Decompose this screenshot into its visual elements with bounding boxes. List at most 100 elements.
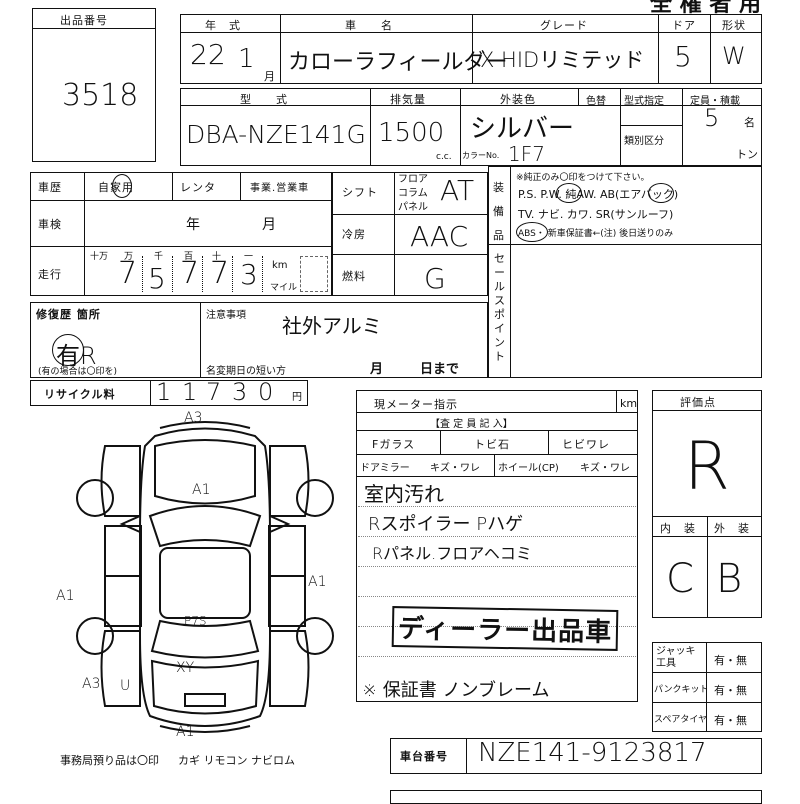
- exterior-label: 外 装: [714, 522, 750, 535]
- aircon-label: 冷房: [342, 228, 366, 241]
- diagram-mark-right: A1: [308, 574, 327, 590]
- model-name-label: 車 名: [345, 19, 393, 32]
- name-change-day: 日まで: [420, 362, 460, 377]
- fuel-value: G: [424, 262, 446, 295]
- jack-label: ジャッキ工具: [656, 646, 696, 669]
- chassis-value: NZE141-9123817: [478, 738, 707, 768]
- equipment-note: ※純正のみ〇印をつけて下さい。: [516, 173, 650, 183]
- score-label: 評価点: [680, 396, 716, 409]
- equipment-line-2: TV. ナビ. カワ. SR(サンルーフ): [518, 208, 674, 221]
- puncture-value: 有・無: [714, 684, 747, 697]
- spare-label: スペアタイヤ: [654, 715, 708, 725]
- wheel-label: ホイール(CP): [498, 463, 559, 474]
- repair-note: (有の場合は〇印を): [38, 367, 118, 377]
- private-use-circle: [112, 174, 132, 198]
- wheel-options: キズ・ワレ: [580, 463, 630, 474]
- puncture-label: パンクキット: [654, 685, 709, 695]
- lot-number-box: [32, 8, 156, 162]
- notes-label: 注意事項: [206, 310, 246, 321]
- mileage-unit-mile: マイル: [270, 283, 298, 293]
- diagram-mark-rear: A1: [176, 724, 195, 740]
- inspection-label: 車検: [38, 218, 62, 231]
- model-name-value: カローラフィールダー: [288, 50, 508, 75]
- equipment-label: 装備品: [493, 181, 505, 242]
- glass-label: Fガラス: [372, 438, 416, 451]
- displacement-unit: c.c.: [436, 152, 452, 162]
- inspection-month-unit: 月: [262, 217, 277, 233]
- color-change-label: 色替: [586, 96, 606, 107]
- history-option-rental: レンタ: [180, 181, 216, 194]
- recycle-block: [30, 380, 308, 406]
- shift-option-column: コラム: [398, 188, 428, 199]
- aircon-value: AAC: [410, 220, 469, 253]
- glass-option-crack: ヒビワレ: [562, 438, 610, 451]
- abs-circle: [516, 222, 548, 242]
- pw-circle: [556, 183, 582, 203]
- body-type-label: 形状: [722, 19, 746, 32]
- chassis-block: [390, 738, 762, 774]
- meter-unit: km: [620, 397, 638, 410]
- diagram-mark-trunk: XY: [176, 660, 195, 676]
- score-value: R: [684, 428, 730, 505]
- mirror-label: ドアミラー: [360, 463, 410, 474]
- shift-value: AT: [440, 174, 475, 207]
- shift-option-floor: フロア: [398, 174, 428, 185]
- diagram-mark-left: A1: [56, 588, 75, 604]
- shift-option-panel: パネル: [398, 202, 428, 213]
- interior-value: C: [666, 556, 694, 602]
- capacity-unit: 名: [744, 116, 755, 129]
- remark-1: 室内汚れ: [364, 482, 444, 506]
- name-change-label: 名変期日の短い方: [206, 366, 286, 377]
- diagram-mark-front: A3: [184, 410, 203, 426]
- shift-label: シフト: [342, 186, 378, 199]
- history-label: 車歴: [38, 181, 62, 194]
- mile-checkbox: [300, 256, 328, 292]
- equipment-line-3: ABS・ 新車保証書←(注) 後日送りのみ: [518, 229, 674, 239]
- chassis-label: 車台番号: [400, 750, 448, 763]
- entry-title: 【査 定 員 記 入】: [430, 419, 513, 430]
- recycle-label: リサイクル料: [44, 388, 116, 401]
- name-change-month: 月: [370, 362, 385, 377]
- meter-label: 現メーター指示: [374, 398, 458, 411]
- office-items-label: 事務局預り品は〇印: [60, 754, 159, 767]
- glass-option-chip: トビ石: [474, 438, 510, 451]
- spare-value: 有・無: [714, 714, 747, 727]
- footer-items: カギ リモコン ナビロム: [178, 754, 295, 767]
- repair-label: 修復歴 箇所: [36, 308, 101, 321]
- vehicle-row-2: [180, 88, 762, 166]
- notes-value: 社外アルミ: [282, 314, 382, 338]
- jack-value: 有・無: [714, 654, 747, 667]
- grade-value: X HIDリミテッド: [480, 48, 645, 72]
- mileage-unit-km: km: [272, 260, 288, 271]
- dealer-stamp: ディーラー出品車: [391, 606, 619, 651]
- car-damage-diagram: [76, 421, 334, 733]
- top-right-title: 全 権 者 用: [650, 0, 761, 17]
- bottom-strip: [390, 790, 762, 804]
- history-block: [30, 172, 332, 296]
- lot-number-label: 出品番号: [60, 14, 108, 27]
- category-label: 類別区分: [624, 136, 664, 147]
- exterior-value: B: [716, 556, 743, 602]
- shift-block: [332, 172, 488, 296]
- equipment-block: [488, 166, 762, 378]
- load-unit: トン: [736, 148, 758, 161]
- body-type-value: W: [722, 42, 746, 70]
- mileage-label: 走行: [38, 268, 62, 281]
- capacity-value: 5: [704, 104, 720, 132]
- remark-last: ※ 保証書 ノンブレーム: [362, 680, 550, 701]
- exterior-color-value: シルバー: [470, 114, 575, 144]
- year-label: 年 式: [205, 19, 241, 32]
- type-value: DBA-NZE141G: [186, 120, 366, 149]
- type-label: 型 式: [240, 93, 288, 106]
- repair-block: [30, 302, 488, 378]
- sale-points-label: セールスポイント: [494, 252, 505, 363]
- repair-circle: [52, 334, 84, 366]
- interior-label: 内 装: [660, 522, 696, 535]
- recycle-unit: 円: [292, 392, 302, 403]
- grade-label: グレード: [540, 19, 588, 32]
- capacity-label: 定員・積載: [690, 96, 740, 107]
- fuel-label: 燃料: [342, 270, 366, 283]
- tools-block: [652, 642, 762, 732]
- diagram-mark-hood: A1: [192, 482, 211, 498]
- mirror-options: キズ・ワレ: [430, 463, 480, 474]
